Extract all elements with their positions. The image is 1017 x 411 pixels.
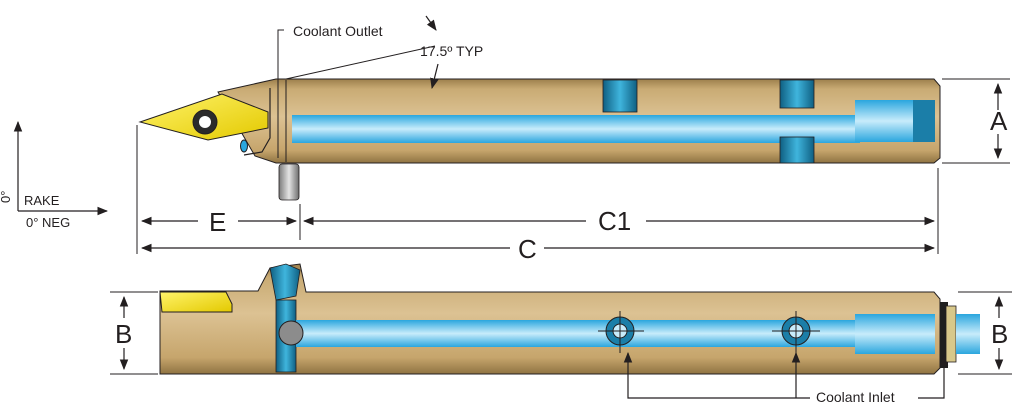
- side-insert: [159, 291, 233, 313]
- top-coolant-channel: [292, 115, 860, 143]
- zero-neg-label: 0° NEG: [26, 215, 70, 230]
- coolant-port-2: [772, 311, 820, 353]
- coolant-outlet-nozzle: [240, 139, 248, 153]
- clamp-screw-top-2: [779, 79, 815, 109]
- end-ring: [945, 305, 957, 363]
- inlet-nipple: [956, 314, 980, 354]
- clamp-screw-bottom-2: [779, 136, 815, 164]
- dim-C1-label: C1: [598, 206, 631, 236]
- clamp-screw-top-1: [602, 79, 638, 113]
- top-coolant-fitting: [855, 100, 915, 142]
- top-coolant-fitting-end: [913, 100, 935, 142]
- angle-label: 17.5º TYP: [420, 43, 483, 59]
- side-clamp-head: [269, 263, 301, 301]
- angle-callout: 17.5º TYP: [285, 15, 483, 90]
- top-view: [138, 78, 941, 201]
- side-coolant-fitting: [855, 314, 935, 354]
- insert-screw-torx: [199, 116, 211, 128]
- rake-indicator: RAKE 0° NEG 0°: [0, 120, 109, 230]
- side-coolant-channel: [296, 320, 860, 347]
- end-seal: [940, 302, 948, 368]
- dimension-B-right: B: [958, 291, 1012, 375]
- dimension-A: A: [942, 78, 1010, 164]
- dim-A-label: A: [990, 106, 1008, 136]
- side-ball: [278, 320, 304, 346]
- top-insert-pocket: [243, 88, 271, 156]
- length-dimensions: E C1 C: [136, 125, 939, 264]
- side-view: [159, 263, 980, 375]
- coolant-port-1: [598, 311, 644, 353]
- dimension-B-left: B: [110, 291, 158, 375]
- dim-B-left-label: B: [115, 319, 132, 349]
- coolant-outlet-label: Coolant Outlet: [293, 23, 383, 39]
- locating-pin: [278, 163, 300, 201]
- coolant-inlet-callout: Coolant Inlet: [623, 351, 949, 405]
- dim-C-label: C: [518, 234, 537, 264]
- zero-vertical-label: 0°: [0, 191, 13, 203]
- coolant-outlet-callout: Coolant Outlet: [277, 23, 383, 155]
- rake-label: RAKE: [24, 193, 60, 208]
- dim-E-label: E: [209, 207, 226, 237]
- coolant-inlet-label: Coolant Inlet: [816, 389, 895, 405]
- dim-B-right-label: B: [991, 319, 1008, 349]
